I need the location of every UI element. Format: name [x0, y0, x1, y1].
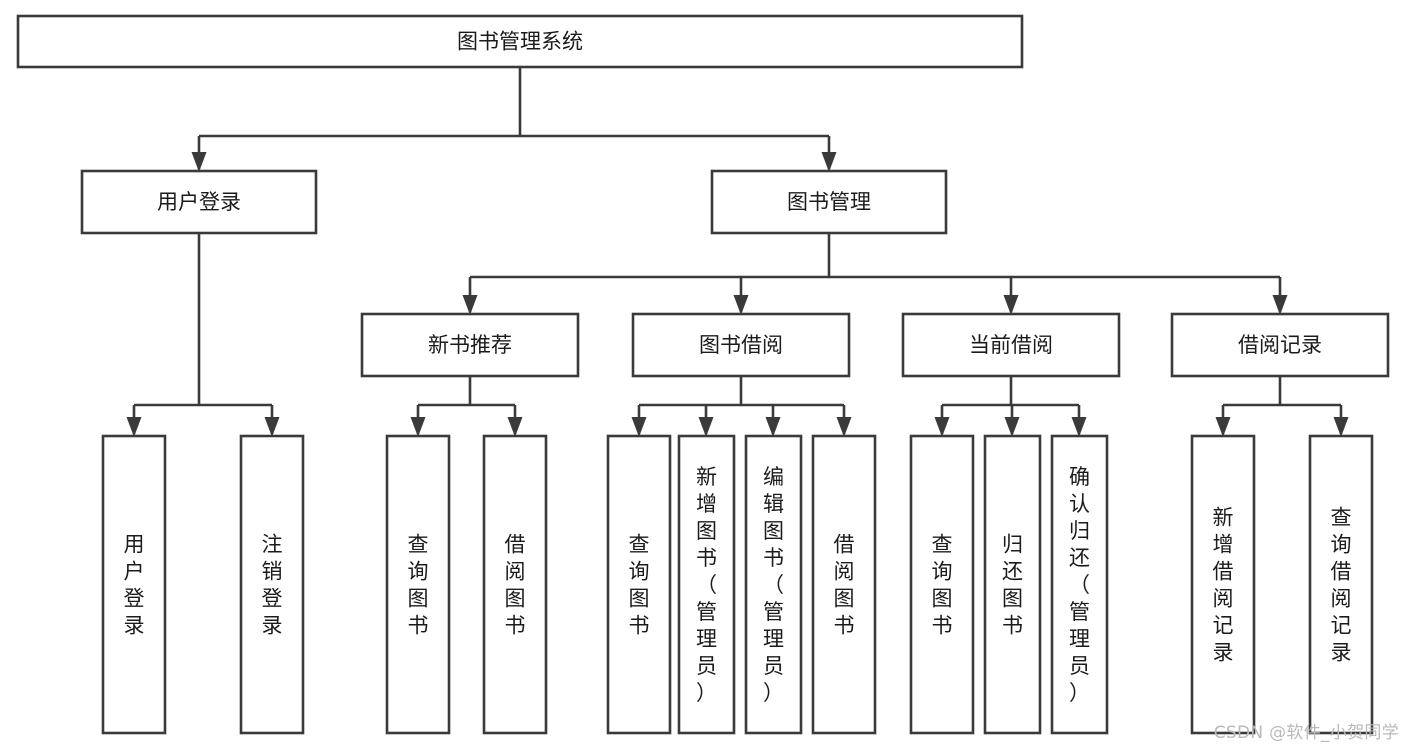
- arrow-head-icon: [733, 295, 749, 315]
- arrow-head-icon: [698, 417, 714, 437]
- node-newbook[interactable]: 新书推荐: [360, 312, 580, 378]
- node-label: 新增图书（管理员）: [696, 465, 717, 705]
- node-label: 查询图书: [408, 533, 429, 638]
- arrow-head-icon: [507, 417, 523, 437]
- node-leaf-confirm-return[interactable]: 确认归还（管理员）: [1050, 434, 1109, 735]
- node-box[interactable]: [385, 434, 451, 735]
- arrow-head-icon: [765, 417, 781, 437]
- connector-edges-layer: [126, 67, 1349, 437]
- node-label: 查询图书: [932, 533, 953, 638]
- node-label: 当前借阅: [969, 333, 1053, 357]
- arrow-head-icon: [631, 417, 647, 437]
- node-label: 借阅图书: [505, 533, 526, 638]
- node-box[interactable]: [1190, 434, 1256, 735]
- node-leaf-query-record[interactable]: 查询借阅记录: [1308, 434, 1374, 735]
- node-leaf-add-book[interactable]: 新增图书（管理员）: [677, 434, 736, 735]
- node-box[interactable]: [482, 434, 548, 735]
- node-current[interactable]: 当前借阅: [901, 312, 1121, 378]
- edge-group-current: [934, 376, 1087, 437]
- node-box[interactable]: [360, 312, 580, 378]
- node-box[interactable]: [677, 434, 736, 735]
- arrow-head-icon: [264, 417, 280, 437]
- diagram-nodes-layer: 图书管理系统用户登录图书管理新书推荐图书借阅当前借阅借阅记录用户登录注销登录查询…: [16, 14, 1390, 735]
- arrow-head-icon: [126, 417, 142, 437]
- arrow-head-icon: [1333, 417, 1349, 437]
- node-box[interactable]: [1050, 434, 1109, 735]
- node-box[interactable]: [901, 312, 1121, 378]
- node-label: 注销登录: [262, 533, 283, 638]
- node-records[interactable]: 借阅记录: [1170, 312, 1390, 378]
- edge-group-root: [191, 67, 837, 172]
- node-leaf-return-book[interactable]: 归还图书: [983, 434, 1042, 735]
- node-label: 编辑图书（管理员）: [763, 465, 784, 705]
- node-box[interactable]: [909, 434, 975, 735]
- arrow-head-icon: [1071, 417, 1087, 437]
- node-leaf-query-book-3[interactable]: 查询图书: [909, 434, 975, 735]
- node-label: 借阅图书: [834, 533, 855, 638]
- node-label: 借阅记录: [1238, 333, 1322, 357]
- node-box[interactable]: [1308, 434, 1374, 735]
- node-leaf-logout[interactable]: 注销登录: [239, 434, 305, 735]
- arrow-head-icon: [836, 417, 852, 437]
- arrow-head-icon: [1003, 295, 1019, 315]
- node-box[interactable]: [239, 434, 305, 735]
- arrow-head-icon: [1004, 417, 1020, 437]
- node-label: 图书借阅: [699, 333, 783, 357]
- node-label: 图书管理系统: [457, 30, 583, 54]
- node-label: 新书推荐: [428, 333, 512, 357]
- edge-group-borrow: [631, 376, 852, 437]
- node-leaf-borrow-book-1[interactable]: 借阅图书: [482, 434, 548, 735]
- node-box[interactable]: [631, 312, 851, 378]
- node-leaf-user-login[interactable]: 用户登录: [101, 434, 167, 735]
- node-box[interactable]: [744, 434, 803, 735]
- node-label: 查询借阅记录: [1331, 506, 1352, 665]
- edge-group-records: [1215, 376, 1349, 437]
- arrow-head-icon: [191, 152, 207, 172]
- node-label: 用户登录: [157, 190, 241, 214]
- node-box[interactable]: [811, 434, 877, 735]
- node-box[interactable]: [983, 434, 1042, 735]
- node-box[interactable]: [16, 14, 1024, 69]
- node-box[interactable]: [606, 434, 672, 735]
- node-box[interactable]: [101, 434, 167, 735]
- node-leaf-borrow-book-2[interactable]: 借阅图书: [811, 434, 877, 735]
- node-borrow[interactable]: 图书借阅: [631, 312, 851, 378]
- node-root[interactable]: 图书管理系统: [16, 14, 1024, 69]
- node-label: 查询图书: [629, 533, 650, 638]
- node-leaf-query-book-2[interactable]: 查询图书: [606, 434, 672, 735]
- arrow-head-icon: [1272, 295, 1288, 315]
- node-leaf-add-record[interactable]: 新增借阅记录: [1190, 434, 1256, 735]
- node-label: 用户登录: [124, 533, 145, 638]
- node-box[interactable]: [1170, 312, 1390, 378]
- edge-group-login: [126, 233, 280, 437]
- arrow-head-icon: [1215, 417, 1231, 437]
- node-bookmgmt[interactable]: 图书管理: [710, 169, 948, 235]
- node-label: 归还图书: [1002, 533, 1023, 638]
- node-box[interactable]: [80, 169, 318, 235]
- node-label: 图书管理: [787, 190, 871, 214]
- arrow-head-icon: [821, 152, 837, 172]
- edge-group-newbook: [410, 376, 523, 437]
- node-login[interactable]: 用户登录: [80, 169, 318, 235]
- arrow-head-icon: [934, 417, 950, 437]
- node-leaf-edit-book[interactable]: 编辑图书（管理员）: [744, 434, 803, 735]
- node-leaf-query-book-1[interactable]: 查询图书: [385, 434, 451, 735]
- edge-group-bookmgmt: [462, 233, 1288, 315]
- node-label: 确认归还（管理员）: [1069, 465, 1090, 705]
- node-label: 新增借阅记录: [1213, 506, 1234, 665]
- node-box[interactable]: [710, 169, 948, 235]
- arrow-head-icon: [462, 295, 478, 315]
- arrow-head-icon: [410, 417, 426, 437]
